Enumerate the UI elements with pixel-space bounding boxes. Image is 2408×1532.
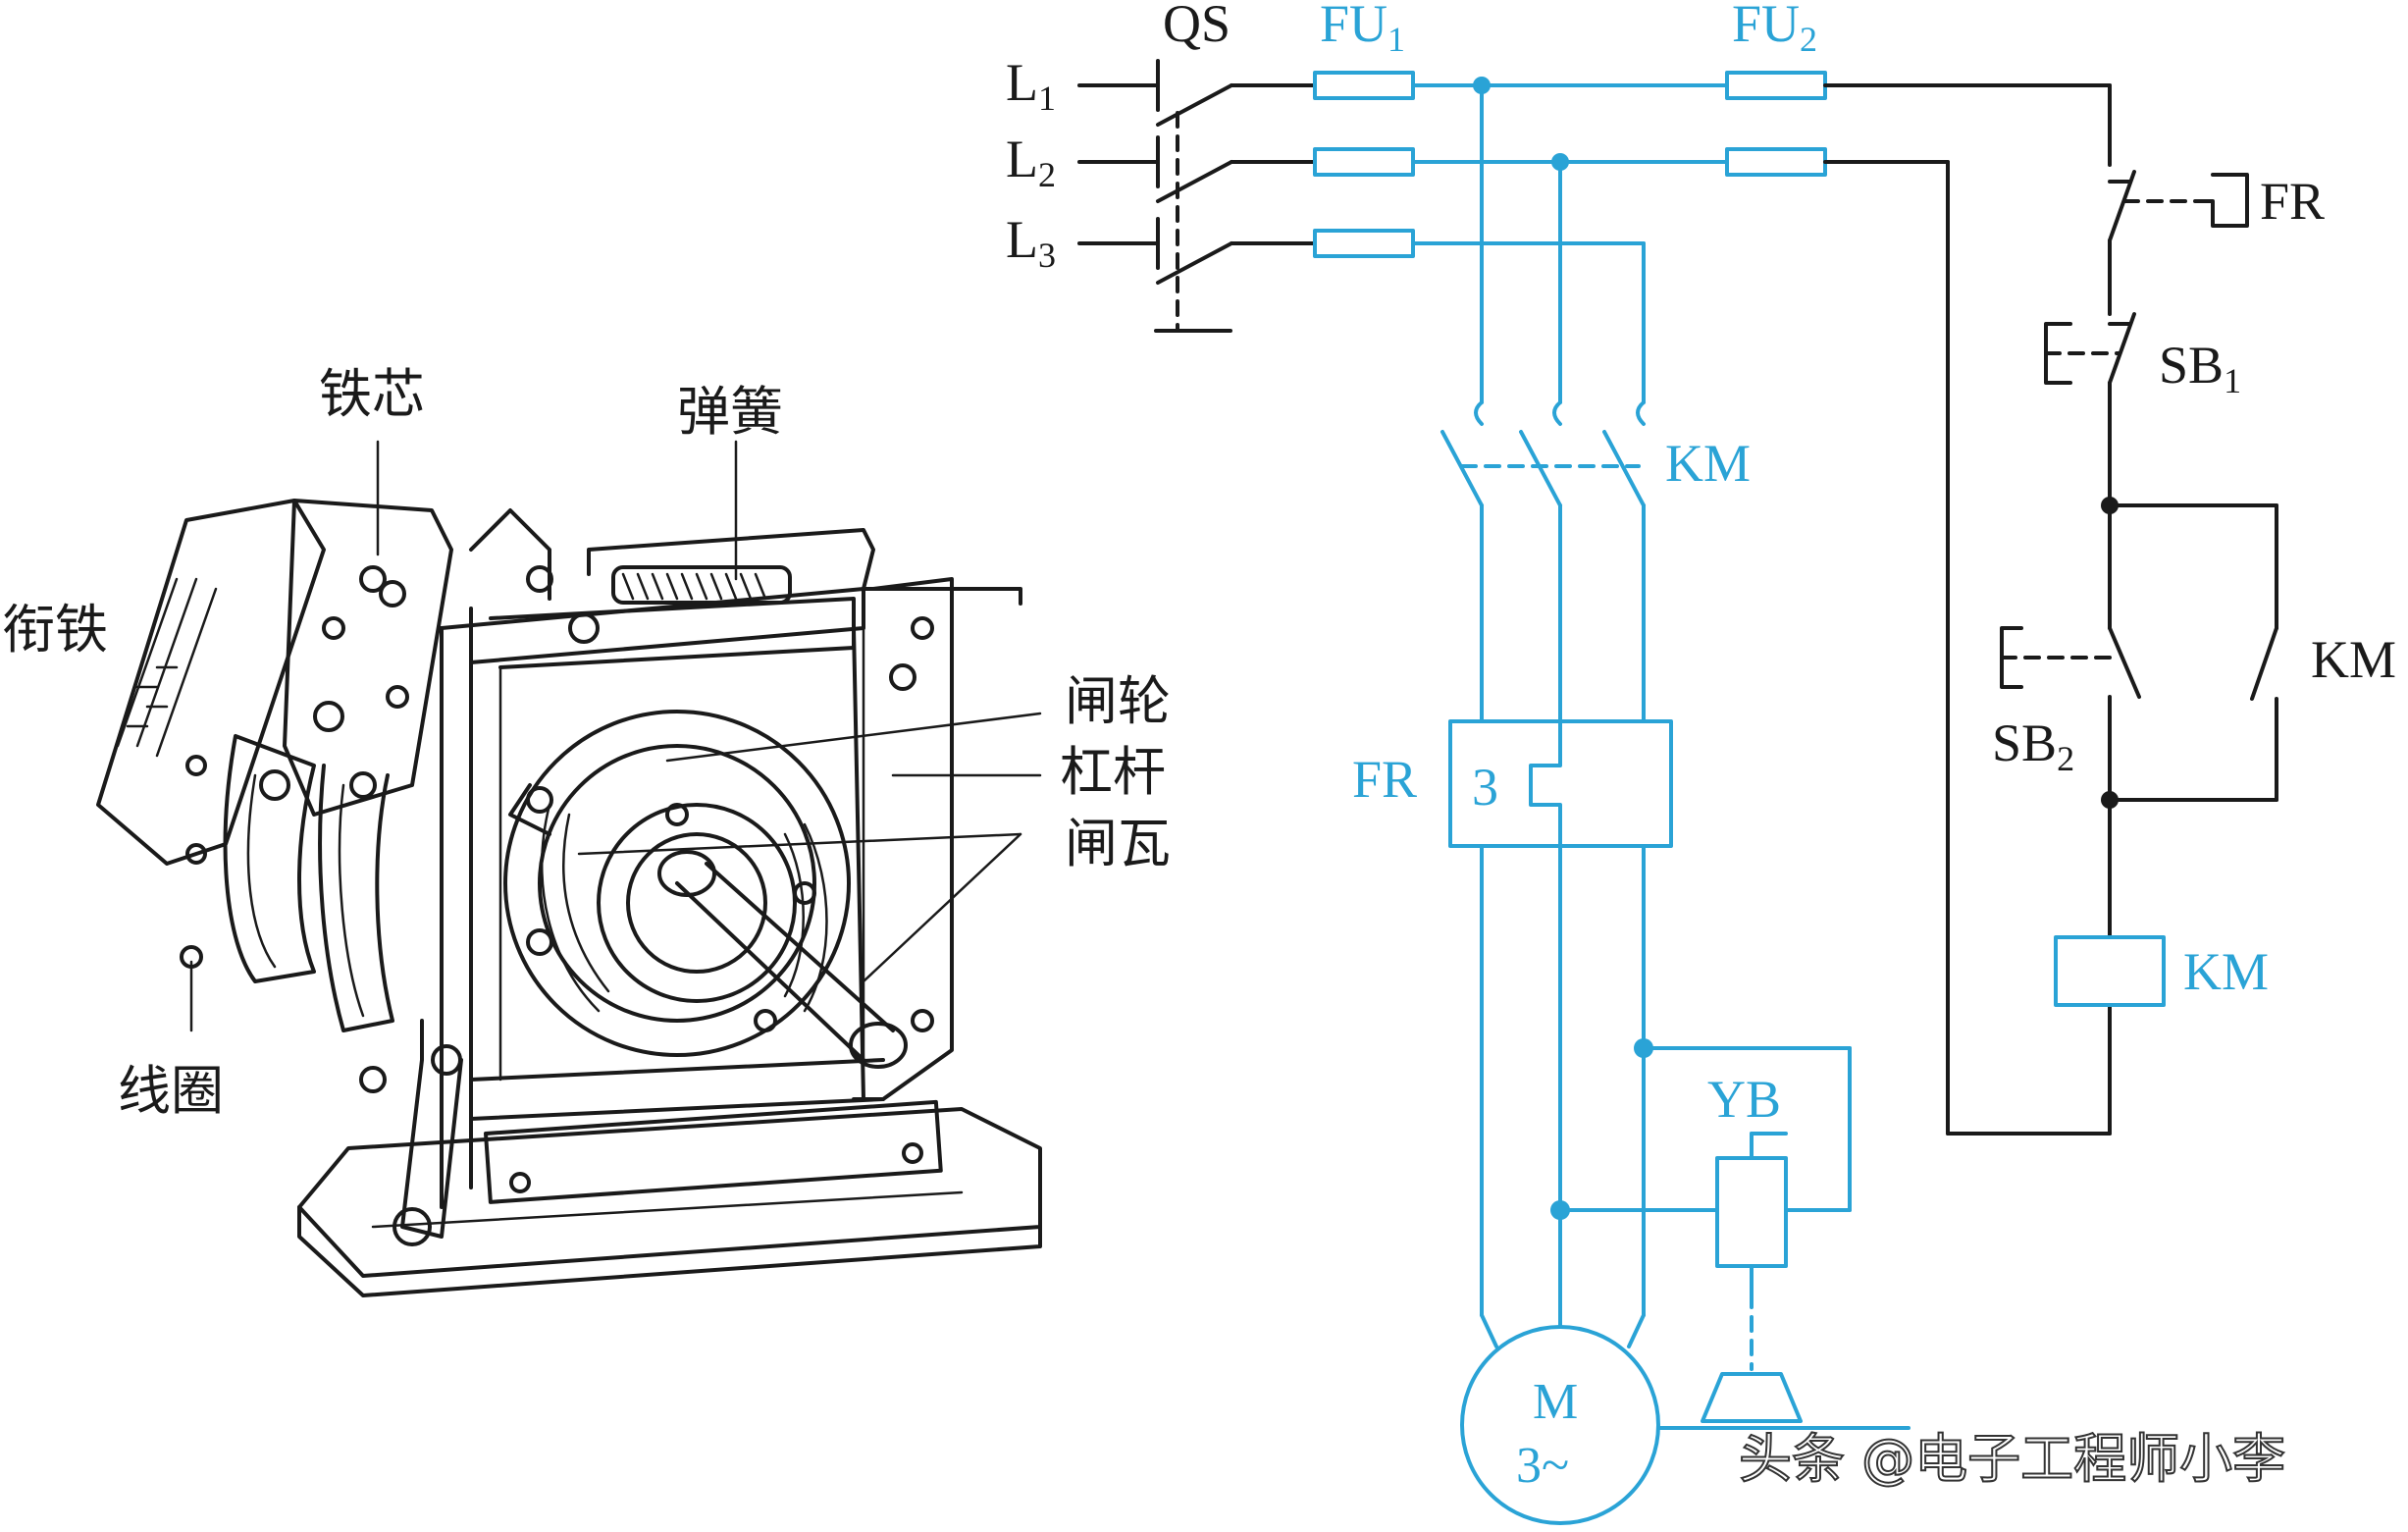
main-power-lines xyxy=(1411,77,1729,404)
label-sb1: SB1 xyxy=(2159,336,2241,400)
qs-switch xyxy=(1077,59,1317,333)
label-qs: QS xyxy=(1163,0,1230,53)
junction-dot xyxy=(1473,77,1491,94)
label-km-main: KM xyxy=(1665,434,1751,493)
label-km-aux: KM xyxy=(2311,630,2396,689)
yb-brake-coil xyxy=(1656,1132,1911,1430)
fuse-fu1 xyxy=(1313,71,1415,258)
motor-feed-lines xyxy=(1480,844,1852,1348)
label-spring: 弹簧 xyxy=(677,381,783,443)
label-l1: L1 xyxy=(1006,53,1056,118)
label-brake-wheel: 闸轮 xyxy=(1065,670,1171,732)
junction-dot xyxy=(1550,1200,1570,1220)
label-lever: 杠杆 xyxy=(1060,741,1166,803)
fuse-fu2 xyxy=(1725,71,1827,177)
label-armature: 衔铁 xyxy=(2,599,108,660)
label-fr-number: 3 xyxy=(1472,758,1498,817)
label-l3: L3 xyxy=(1006,210,1056,275)
label-l2: L2 xyxy=(1006,130,1056,194)
label-brake-shoe: 闸瓦 xyxy=(1065,813,1171,874)
label-motor-phase: 3~ xyxy=(1516,1438,1569,1494)
label-motor-m: M xyxy=(1533,1374,1578,1430)
circuit-labels: QS FU1 FU2 L1 L2 L3 KM FR 3 YB YB M 3~ F… xyxy=(1006,0,2396,1494)
junction-dot xyxy=(1634,1038,1653,1058)
part-leader-lines xyxy=(189,440,1042,1032)
label-iron-core: 铁芯 xyxy=(319,363,425,425)
label-sb2: SB2 xyxy=(1992,713,2074,778)
label-km-coil: KM xyxy=(2183,942,2269,1001)
control-circuit xyxy=(1823,83,2278,1136)
km-main-contacts xyxy=(1440,400,1646,723)
motor-symbol xyxy=(1460,1325,1660,1525)
label-fr-main: FR xyxy=(1352,750,1417,809)
junction-dot xyxy=(2101,497,2119,514)
junction-dot xyxy=(1551,153,1569,171)
km-coil xyxy=(2054,935,2166,1007)
label-fr-ctrl: FR xyxy=(2260,172,2325,231)
label-fu2: FU2 xyxy=(1732,0,1817,59)
label-fu1: FU1 xyxy=(1320,0,1405,59)
electromagnetic-brake-drawing xyxy=(96,499,1042,1297)
label-yb-visible: YB xyxy=(1707,1070,1781,1129)
label-coil: 线圈 xyxy=(118,1060,224,1122)
watermark: 头条 @电子工程师小李 xyxy=(1739,1428,2285,1490)
